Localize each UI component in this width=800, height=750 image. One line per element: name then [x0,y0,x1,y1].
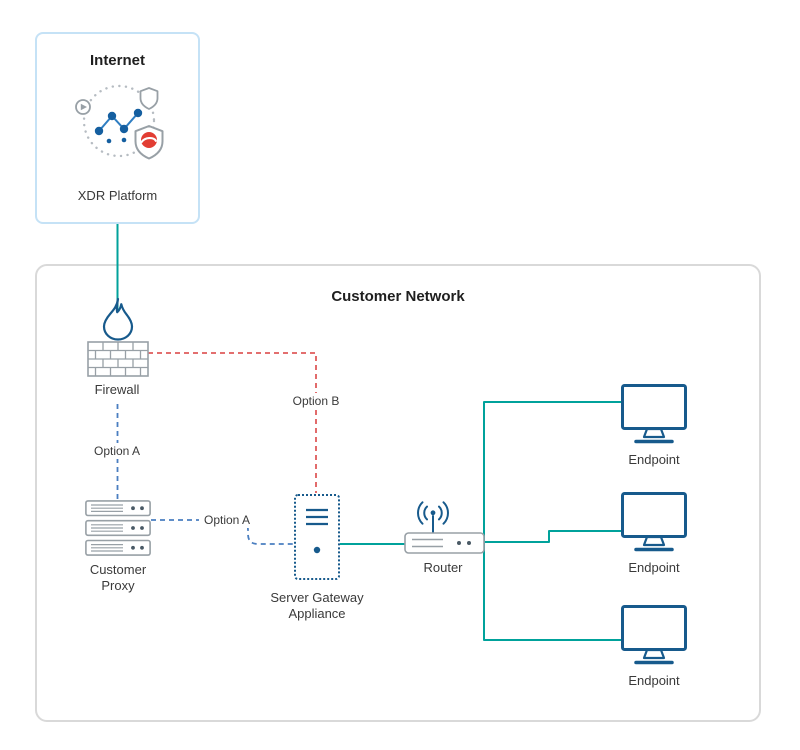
connector-router-to-endpoints-bus [483,401,622,641]
proxy-units [85,500,151,556]
option-a-horizontal-label: Option A [198,512,256,528]
router-vent-lines [412,538,443,548]
customer-proxy-label: Customer Proxy [58,562,178,594]
tower-vent-lines [306,508,328,526]
internet-zone-box: Internet XDR Platform [35,32,200,224]
monitor-icon [621,492,687,552]
firewall-label: Firewall [94,382,140,397]
endpoint-2-label: Endpoint [628,560,680,575]
network-node-small-dot [106,138,112,144]
flame-icon [102,297,134,341]
option-a-vertical-label: Option A [88,443,146,459]
xdr-platform-label: XDR Platform [77,188,158,203]
server-gateway-label: Server Gateway Appliance [237,590,397,622]
shield-outline-icon [139,87,159,110]
customer-network-title: Customer Network [331,288,465,305]
server-gateway-label-line2: Appliance [288,606,346,621]
server-tower-detail [306,508,328,554]
play-triangle-icon [80,103,87,111]
monitor-icon [621,384,687,444]
trend-logo-swoosh [140,136,157,143]
network-node-dot [107,111,117,121]
customer-proxy-label-line1: Customer [89,562,147,577]
monitor-screen [621,492,687,538]
wireless-router-icon [404,501,485,554]
monitor-screen [621,384,687,430]
brick-joints [88,342,148,376]
tower-power-dot [313,546,321,554]
router-body [404,532,485,554]
network-node-small-dot [121,137,127,143]
option-b-label: Option B [287,393,345,409]
wifi-antenna-dot [430,510,436,516]
network-node-dot [133,108,143,118]
internet-zone-title: Internet [89,52,145,69]
server-tower-icon [294,494,340,580]
router-led-dot [457,541,461,545]
firewall-flame-icon [87,297,149,377]
connector-router-to-endpoint-2 [484,530,622,543]
router-led-dot [467,541,471,545]
dotted-cloud-ring [82,84,156,158]
server-gateway-label-line1: Server Gateway [270,590,364,605]
endpoint-3-label: Endpoint [628,673,680,688]
monitor-screen [621,605,687,651]
monitor-neck [642,427,666,439]
endpoint-1-label: Endpoint [628,452,680,467]
trend-logo-sphere [141,132,157,148]
server-rack-icon [85,500,151,556]
monitor-neck [642,648,666,660]
network-node-dot [94,126,104,136]
xdr-platform-icon [75,84,164,160]
network-node-dot [119,124,129,134]
customer-proxy-label-line2: Proxy [101,578,135,593]
network-graph-lines [98,112,139,132]
connector-firewall-to-gateway-option-b [148,352,317,493]
monitor-icon [621,605,687,665]
monitor-neck [642,535,666,547]
wifi-waves-icon [417,501,449,534]
router-label: Router [423,560,463,575]
